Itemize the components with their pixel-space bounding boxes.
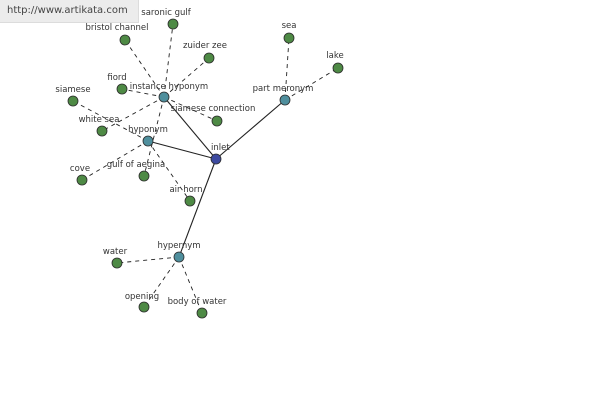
leaf-node-white-sea-dot[interactable]: [96, 125, 108, 137]
edge-instance-hyponym-gulf-of-aegina: [143, 96, 165, 177]
edge-instance-hyponym-white-sea: [101, 96, 165, 132]
leaf-node-lake-label: lake: [326, 51, 343, 61]
leaf-node-siamese[interactable]: siamese: [55, 85, 91, 107]
graph-edges: [72, 23, 339, 314]
leaf-node-opening[interactable]: opening: [125, 292, 159, 313]
leaf-node-white-sea[interactable]: white sea: [79, 115, 120, 137]
edge-instance-hyponym-bristol-channel: [124, 39, 165, 98]
leaf-node-body-of-water-dot[interactable]: [196, 307, 208, 319]
relation-node-hypernym[interactable]: hypernym: [157, 241, 201, 263]
leaf-node-water[interactable]: water: [103, 247, 128, 269]
edge-hypernym-opening: [143, 256, 180, 308]
edge-instance-hyponym-siamese-connection: [163, 96, 218, 122]
relation-node-hyponym-dot[interactable]: [142, 135, 154, 147]
relation-node-instance-hyponym[interactable]: instance hyponym: [130, 82, 208, 103]
relation-node-part-meronym[interactable]: part meronym: [253, 84, 314, 106]
relation-node-hypernym-label: hypernym: [157, 241, 200, 251]
center-node-inlet[interactable]: inlet: [210, 143, 230, 165]
leaf-node-siamese-connection[interactable]: siamese connection: [171, 104, 256, 127]
leaf-node-siamese-dot[interactable]: [67, 95, 79, 107]
edge-instance-hyponym-fiord: [121, 88, 165, 98]
leaf-node-gulf-of-aegina-dot[interactable]: [138, 170, 150, 182]
leaf-node-lake[interactable]: lake: [326, 51, 344, 74]
edge-part-meronym-lake: [284, 67, 339, 101]
edge-instance-hyponym-zuider-zee: [163, 57, 210, 98]
watermark-bar: http://www.artikata.com: [0, 0, 139, 23]
graph-nodes: saronic gulf bristol channel zuider zee fio…: [55, 8, 344, 319]
edge-inlet-instance-hyponym: [163, 96, 217, 160]
relation-node-instance-hyponym-label: instance hyponym: [130, 82, 208, 92]
leaf-node-lake-dot[interactable]: [332, 62, 344, 74]
edge-hyponym-siamese: [72, 100, 149, 142]
leaf-node-cove[interactable]: cove: [70, 164, 90, 186]
leaf-node-saronic-gulf-dot[interactable]: [167, 18, 179, 30]
leaf-node-water-label: water: [103, 247, 128, 257]
leaf-node-bristol-channel-label: bristol channel: [86, 23, 149, 33]
leaf-node-cove-label: cove: [70, 164, 90, 174]
leaf-node-sea-dot[interactable]: [283, 32, 295, 44]
center-node-inlet-label: inlet: [211, 143, 230, 153]
leaf-node-gulf-of-aegina-label: gulf of aegina: [107, 160, 166, 170]
leaf-node-fiord-dot[interactable]: [116, 83, 128, 95]
leaf-node-white-sea-label: white sea: [79, 115, 120, 125]
relation-node-part-meronym-dot[interactable]: [279, 94, 291, 106]
leaf-node-bristol-channel-dot[interactable]: [119, 34, 131, 46]
leaf-node-air-horn-dot[interactable]: [184, 195, 196, 207]
leaf-node-zuider-zee[interactable]: zuider zee: [183, 41, 227, 64]
leaf-node-bristol-channel[interactable]: bristol channel: [86, 23, 149, 46]
relation-node-hyponym-label: hyponym: [128, 125, 168, 135]
relation-node-hypernym-dot[interactable]: [173, 251, 185, 263]
edge-hypernym-water: [116, 256, 180, 264]
leaf-node-opening-label: opening: [125, 292, 159, 302]
edge-inlet-hyponym: [147, 140, 217, 160]
watermark-url[interactable]: http://www.artikata.com: [7, 5, 128, 16]
leaf-node-fiord[interactable]: fiord: [107, 73, 128, 95]
relation-node-hyponym[interactable]: hyponym: [128, 125, 168, 147]
leaf-node-fiord-label: fiord: [107, 73, 126, 83]
leaf-node-body-of-water-label: body of water: [168, 297, 227, 307]
leaf-node-zuider-zee-dot[interactable]: [203, 52, 215, 64]
leaf-node-gulf-of-aegina[interactable]: gulf of aegina: [107, 160, 166, 182]
edge-hypernym-body-of-water: [178, 256, 203, 314]
edge-inlet-hypernym: [178, 158, 217, 258]
leaf-node-sea[interactable]: sea: [282, 21, 297, 44]
leaf-node-siamese-connection-dot[interactable]: [211, 115, 223, 127]
leaf-node-siamese-connection-label: siamese connection: [171, 104, 256, 114]
leaf-node-air-horn[interactable]: air horn: [169, 185, 203, 207]
edge-inlet-part-meronym: [215, 99, 286, 160]
leaf-node-opening-dot[interactable]: [138, 301, 150, 313]
leaf-node-siamese-label: siamese: [55, 85, 90, 95]
leaf-node-sea-label: sea: [282, 21, 297, 31]
leaf-node-body-of-water[interactable]: body of water: [168, 297, 227, 319]
center-node-inlet-dot[interactable]: [210, 153, 222, 165]
relation-node-part-meronym-label: part meronym: [253, 84, 314, 94]
leaf-node-water-dot[interactable]: [111, 257, 123, 269]
edge-part-meronym-sea: [284, 37, 290, 101]
leaf-node-saronic-gulf-label: saronic gulf: [141, 8, 191, 18]
leaf-node-saronic-gulf[interactable]: saronic gulf: [141, 8, 192, 30]
relation-node-instance-hyponym-dot[interactable]: [158, 91, 170, 103]
leaf-node-cove-dot[interactable]: [76, 174, 88, 186]
leaf-node-zuider-zee-label: zuider zee: [183, 41, 227, 51]
leaf-node-air-horn-label: air horn: [169, 185, 202, 195]
